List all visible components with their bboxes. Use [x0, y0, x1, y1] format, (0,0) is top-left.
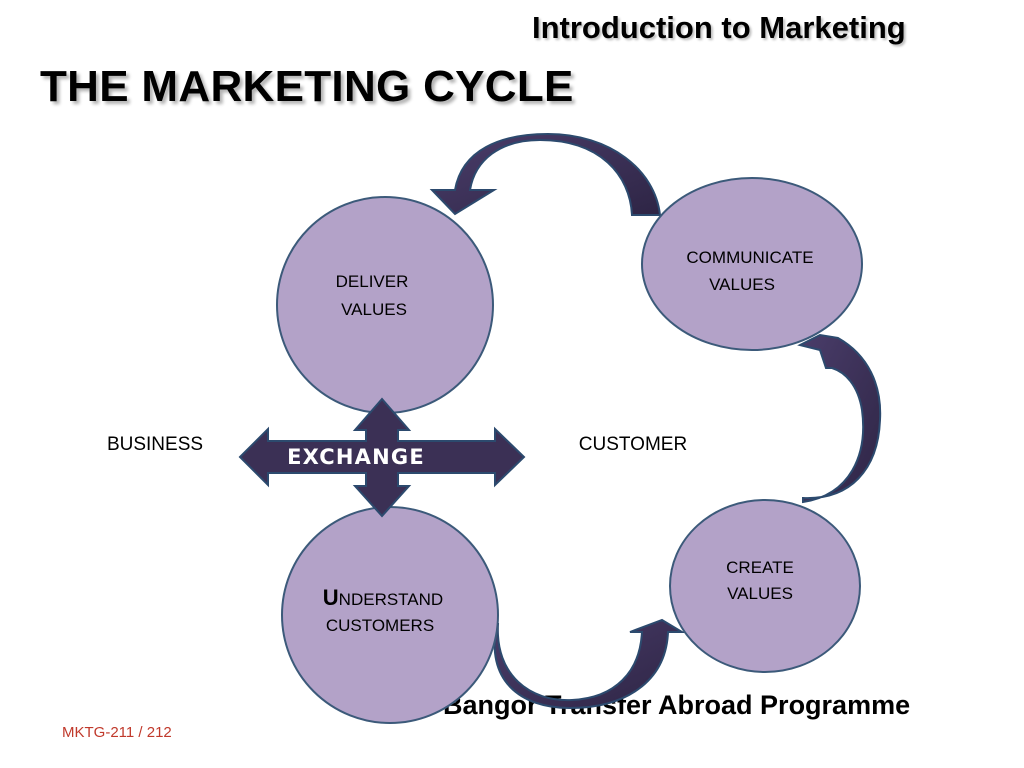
curved-arrow-bottom — [493, 618, 686, 710]
curved-arrow-right — [797, 333, 882, 504]
course-title: Introduction to Marketing — [532, 10, 906, 45]
exchange-cross-arrow — [238, 397, 526, 518]
node-understand-customers: UNDERSTAND CUSTOMERS — [281, 506, 499, 724]
node-understand-line1: UNDERSTAND — [323, 585, 443, 610]
node-create-line1: CREATE — [726, 558, 794, 577]
curved-arrow-top — [429, 132, 662, 216]
course-code: MKTG-211 / 212 — [62, 724, 172, 741]
exchange-label: EXCHANGE — [287, 445, 425, 469]
node-deliver-values: DELIVER VALUES — [276, 196, 494, 414]
customer-label: CUSTOMER — [579, 434, 687, 455]
node-deliver-line1: DELIVER — [336, 272, 409, 291]
node-create-line2: VALUES — [727, 584, 793, 603]
node-create-values: CREATE VALUES — [669, 499, 861, 673]
slide-title: THE MARKETING CYCLE — [40, 62, 574, 111]
node-understand-line2: CUSTOMERS — [326, 616, 434, 635]
node-deliver-line2: VALUES — [341, 300, 407, 319]
business-label: BUSINESS — [107, 434, 203, 455]
node-communicate-line2: VALUES — [709, 275, 775, 294]
node-understand-rest: NDERSTAND — [339, 590, 444, 609]
node-communicate-line1: COMMUNICATE — [686, 248, 813, 267]
node-communicate-values: COMMUNICATE VALUES — [641, 177, 863, 351]
node-understand-initial: U — [323, 585, 339, 610]
